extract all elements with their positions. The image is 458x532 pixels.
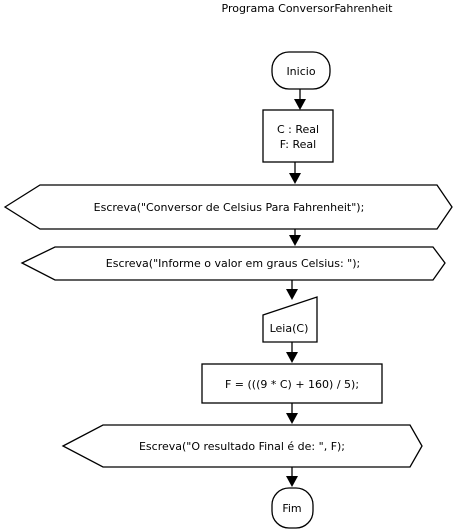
arrowhead bbox=[286, 352, 298, 363]
end-label: Fim bbox=[282, 502, 301, 515]
process-assign-label: F = (((9 * C) + 160) / 5); bbox=[225, 378, 359, 391]
output-title-node: Escreva("Conversor de Celsius Para Fahre… bbox=[3, 184, 453, 230]
diagram-title: Programa ConversorFahrenheit bbox=[222, 2, 394, 15]
arrowhead bbox=[286, 413, 298, 424]
start-label: Inicio bbox=[286, 65, 315, 78]
arrowhead bbox=[286, 476, 298, 487]
declare-c-label: C : Real bbox=[277, 123, 319, 136]
input-read-label: Leia(C) bbox=[270, 322, 309, 335]
output-prompt-label: Escreva("Informe o valor em graus Celsiu… bbox=[106, 257, 360, 270]
arrowhead bbox=[286, 289, 298, 300]
end-node: Fim bbox=[271, 487, 314, 529]
output-result-node: Escreva("O resultado Final é de: ", F); bbox=[61, 424, 423, 468]
connectors bbox=[286, 89, 306, 487]
declaration-node: C : Real F: Real bbox=[262, 109, 334, 163]
declare-f-label: F: Real bbox=[280, 138, 316, 151]
input-read-node: Leia(C) bbox=[262, 296, 318, 343]
output-title-label: Escreva("Conversor de Celsius Para Fahre… bbox=[94, 201, 365, 214]
process-assign-node: F = (((9 * C) + 160) / 5); bbox=[201, 363, 383, 404]
start-node: Inicio bbox=[271, 51, 331, 90]
arrowhead bbox=[289, 235, 301, 246]
output-prompt-node: Escreva("Informe o valor em graus Celsiu… bbox=[20, 246, 446, 281]
output-result-label: Escreva("O resultado Final é de: ", F); bbox=[139, 440, 345, 453]
arrowhead bbox=[289, 173, 301, 184]
arrowhead bbox=[294, 99, 306, 110]
